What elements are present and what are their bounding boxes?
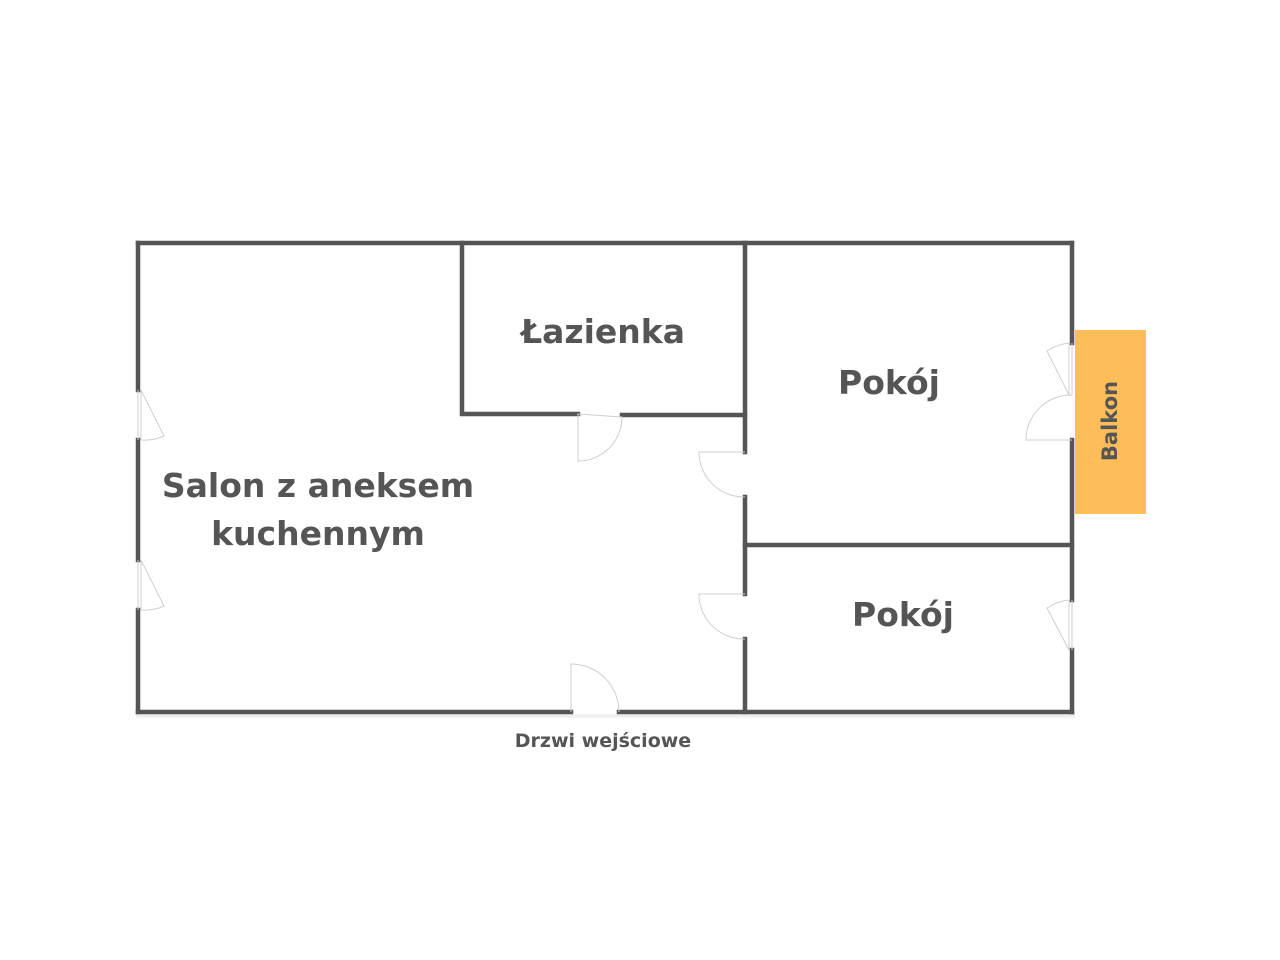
balcony-label: Balkon (1098, 380, 1122, 462)
balcony-door (1025, 394, 1073, 441)
room-label-bathroom: Łazienka (520, 312, 686, 351)
balcony-area (1075, 330, 1146, 514)
bathroom-door (577, 413, 623, 462)
room-label-living-line1: Salon z aneksem (161, 466, 475, 505)
walls (135, 240, 1075, 715)
left-window-2 (137, 559, 165, 611)
room-label-living: Salon z aneksem kuchennym (148, 462, 488, 558)
right-window-1 (1046, 342, 1073, 396)
entrance-door (570, 663, 620, 713)
doors-and-windows (137, 342, 1073, 713)
room-label-room2: Pokój (852, 595, 954, 634)
right-window-2 (1046, 599, 1073, 651)
left-window-1 (137, 389, 165, 441)
room-label-room1: Pokój (838, 363, 940, 402)
room2-door (698, 593, 746, 640)
entrance-label: Drzwi wejściowe (514, 730, 692, 752)
room1-door (698, 451, 746, 498)
room-label-living-line2: kuchennym (211, 514, 425, 553)
